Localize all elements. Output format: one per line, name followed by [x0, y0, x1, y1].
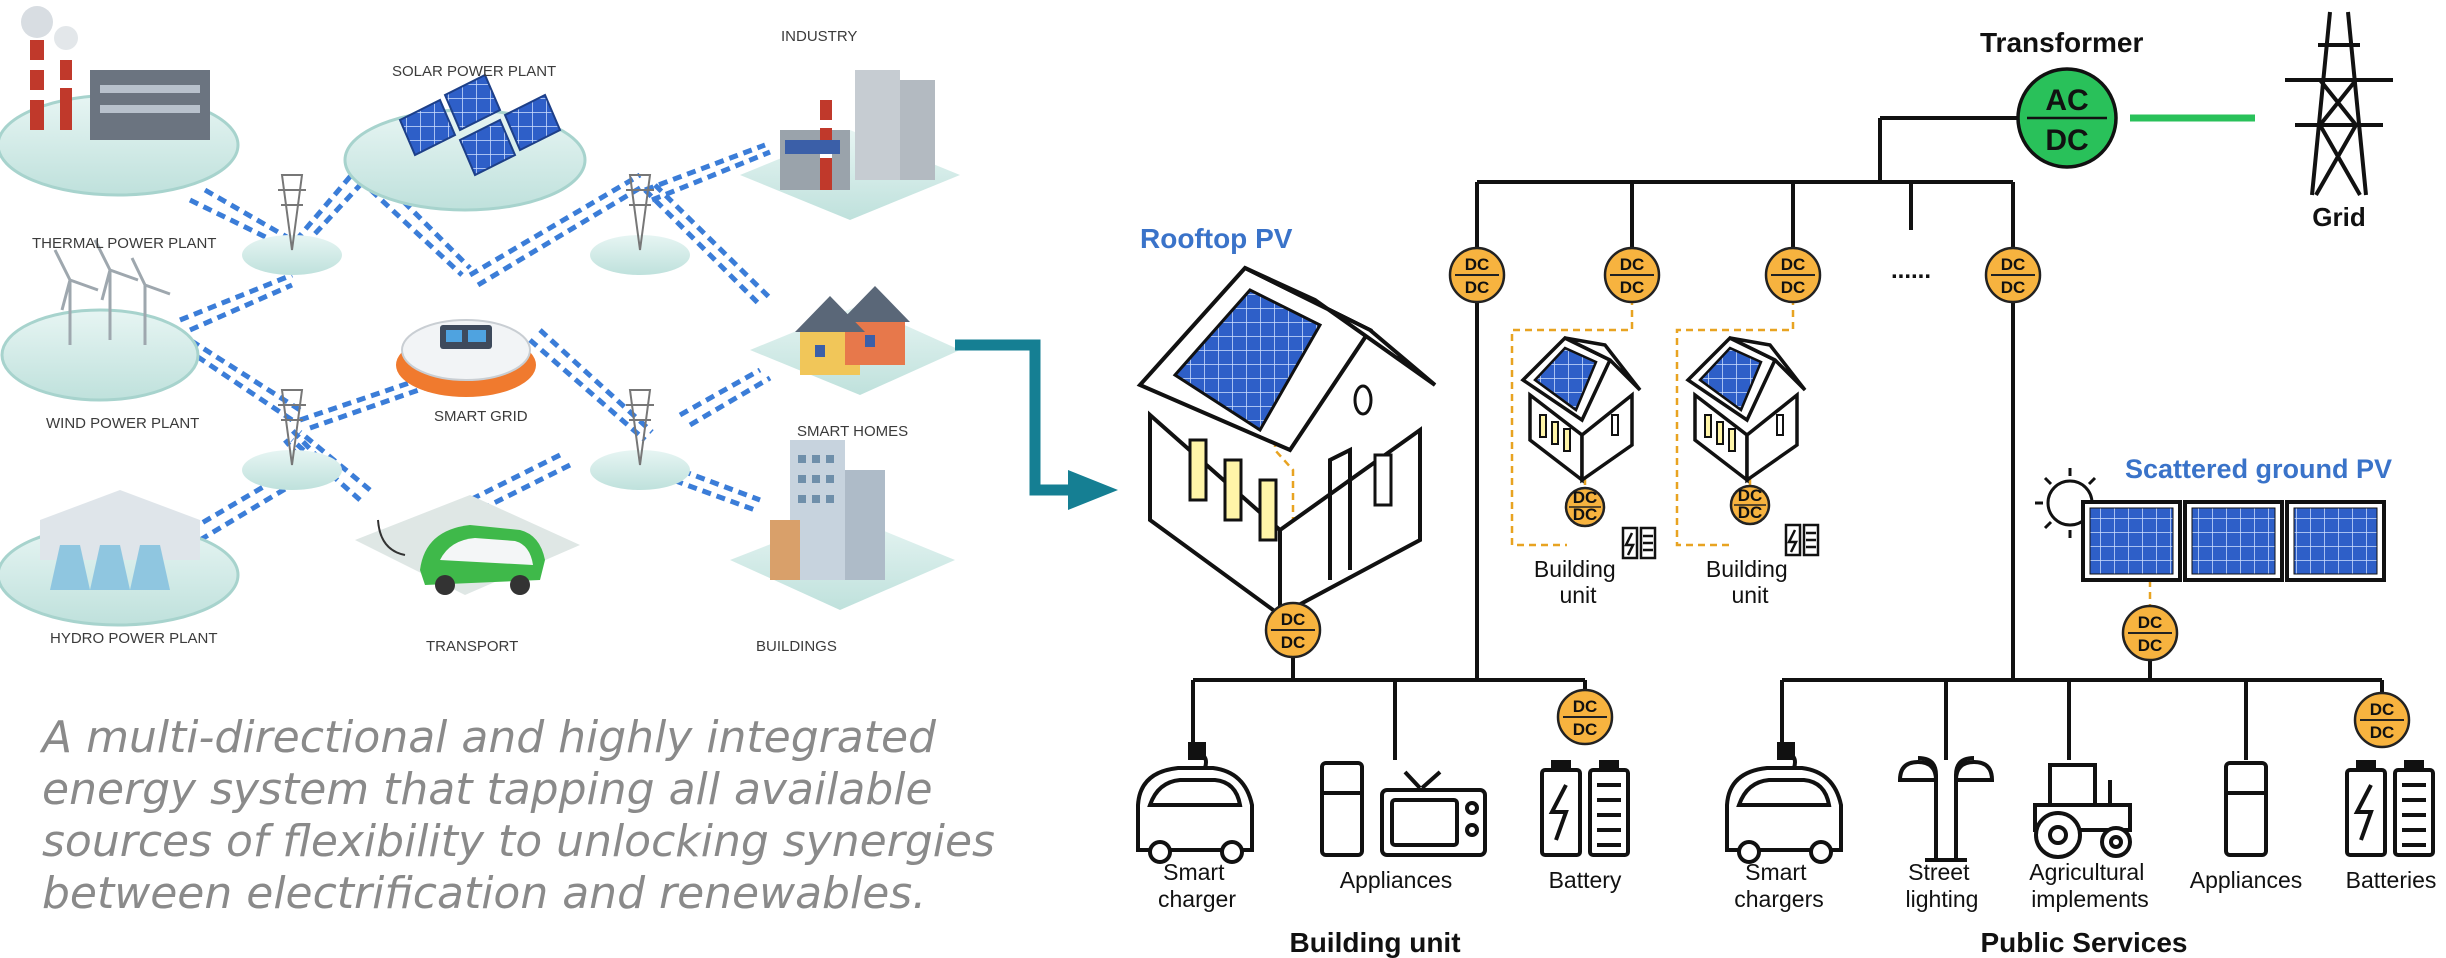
building-unit-house-2 — [1685, 335, 1807, 484]
load-label-smart-charger: Smart charger — [1158, 859, 1236, 912]
group-label-public-services: Public Services — [1980, 927, 2187, 958]
rooftop-pv-house-icon — [1136, 265, 1437, 619]
smart-chargers-icon — [1725, 742, 1843, 864]
dcdc-converter: DC DC — [1984, 246, 2042, 304]
label-smart-homes: SMART HOMES — [797, 423, 908, 440]
scattered-pv-label: Scattered ground PV — [2125, 454, 2392, 484]
dcdc-converter: DC DC — [1764, 246, 1822, 304]
grid-label: Grid — [2312, 202, 2365, 232]
svg-text:DC: DC — [1573, 488, 1598, 507]
dcdc-converter: DC DC — [1448, 246, 1506, 304]
svg-text:DC: DC — [1781, 278, 1806, 297]
smart-grid-hub — [396, 319, 536, 397]
transformer: Transformer AC DC — [1980, 27, 2143, 169]
grid-tower-icon — [2285, 11, 2393, 196]
transformer-ac: AC — [2045, 84, 2088, 117]
smart-charger-icon — [1136, 742, 1254, 864]
street-lighting-icon — [1897, 756, 1995, 862]
transport — [355, 495, 580, 595]
svg-text:DC: DC — [2001, 255, 2026, 274]
label-buildings: BUILDINGS — [756, 638, 837, 655]
load-label-batteries: Batteries — [2346, 867, 2437, 893]
appliances-icon — [1320, 761, 1487, 857]
label-solar: SOLAR POWER PLANT — [392, 63, 556, 80]
battery-icon-small-1 — [1621, 526, 1657, 560]
hydro-power-plant — [0, 490, 240, 627]
ellipsis: ...... — [1891, 257, 1931, 284]
svg-text:DC: DC — [2138, 636, 2163, 655]
industry — [740, 70, 960, 220]
buildings — [730, 440, 955, 610]
solar-power-plant — [343, 73, 587, 212]
label-wind: WIND POWER PLANT — [46, 415, 199, 432]
battery-icon-small-2 — [1784, 523, 1820, 557]
svg-text:DC: DC — [1281, 610, 1306, 629]
svg-text:DC: DC — [1573, 720, 1598, 739]
batteries-icon — [2345, 760, 2435, 857]
group-label-building-unit: Building unit — [1289, 927, 1460, 958]
svg-text:DC: DC — [1281, 633, 1306, 652]
svg-text:DC: DC — [1620, 278, 1645, 297]
load-label-street-lighting: Street lighting — [1906, 859, 1979, 912]
svg-text:DC: DC — [1781, 255, 1806, 274]
label-hydro: HYDRO POWER PLANT — [50, 630, 218, 647]
pylon-platforms — [242, 174, 690, 490]
svg-text:DC: DC — [2370, 723, 2395, 742]
wind-power-plant — [0, 239, 200, 402]
battery-icon — [1540, 760, 1630, 857]
svg-text:DC: DC — [1738, 503, 1763, 522]
rooftop-pv-label: Rooftop PV — [1140, 223, 1293, 254]
load-label-battery: Battery — [1549, 867, 1622, 893]
thermal-power-plant — [0, 6, 240, 197]
label-thermal: THERMAL POWER PLANT — [32, 235, 216, 252]
svg-text:DC: DC — [2001, 278, 2026, 297]
svg-text:DC: DC — [1573, 697, 1598, 716]
svg-text:DC: DC — [1465, 278, 1490, 297]
svg-text:DC: DC — [2370, 700, 2395, 719]
label-transport: TRANSPORT — [426, 638, 518, 655]
svg-text:DC: DC — [1465, 255, 1490, 274]
transformer-dc: DC — [2045, 124, 2088, 157]
dcdc-converter: DC DC — [1603, 246, 1661, 304]
load-label-appliances-public: Appliances — [2190, 867, 2303, 893]
ground-pv-panels — [2081, 500, 2386, 582]
load-label-smart-chargers: Smart chargers — [1734, 859, 1823, 912]
caption-text: A multi-directional and highly integrate… — [42, 712, 995, 919]
smart-homes — [750, 286, 960, 395]
dcdc-converter: DC DC — [2121, 604, 2179, 662]
building-unit-house-1 — [1520, 335, 1642, 484]
svg-text:DC: DC — [2138, 613, 2163, 632]
dcdc-converter: DC DC — [1556, 688, 1614, 746]
right-diagram: Transformer AC DC Grid Rooftop PV — [1136, 11, 2437, 958]
label-industry: INDUSTRY — [781, 28, 857, 45]
appliances-icon — [2224, 761, 2268, 857]
connector-arrow — [955, 339, 1118, 510]
dcdc-converter: DC DC — [2353, 691, 2411, 749]
left-illustration: SOLAR POWER PLANT INDUSTRY THERMAL POWER… — [0, 6, 960, 655]
load-label-appliances: Appliances — [1340, 867, 1453, 893]
load-label-agricultural-implements: Agricultural implements — [2029, 859, 2150, 912]
transformer-title: Transformer — [1980, 27, 2143, 58]
bus-lines — [1191, 116, 2384, 760]
svg-text:DC: DC — [1573, 505, 1598, 524]
svg-text:DC: DC — [1620, 255, 1645, 274]
building-unit-label-2: Building unit — [1706, 556, 1794, 608]
label-smart-grid: SMART GRID — [434, 408, 528, 425]
dcdc-converter: DC DC — [1264, 601, 1322, 659]
building-unit-label-1: Building unit — [1534, 556, 1622, 608]
tractor-icon — [2033, 763, 2132, 859]
svg-text:DC: DC — [1738, 486, 1763, 505]
